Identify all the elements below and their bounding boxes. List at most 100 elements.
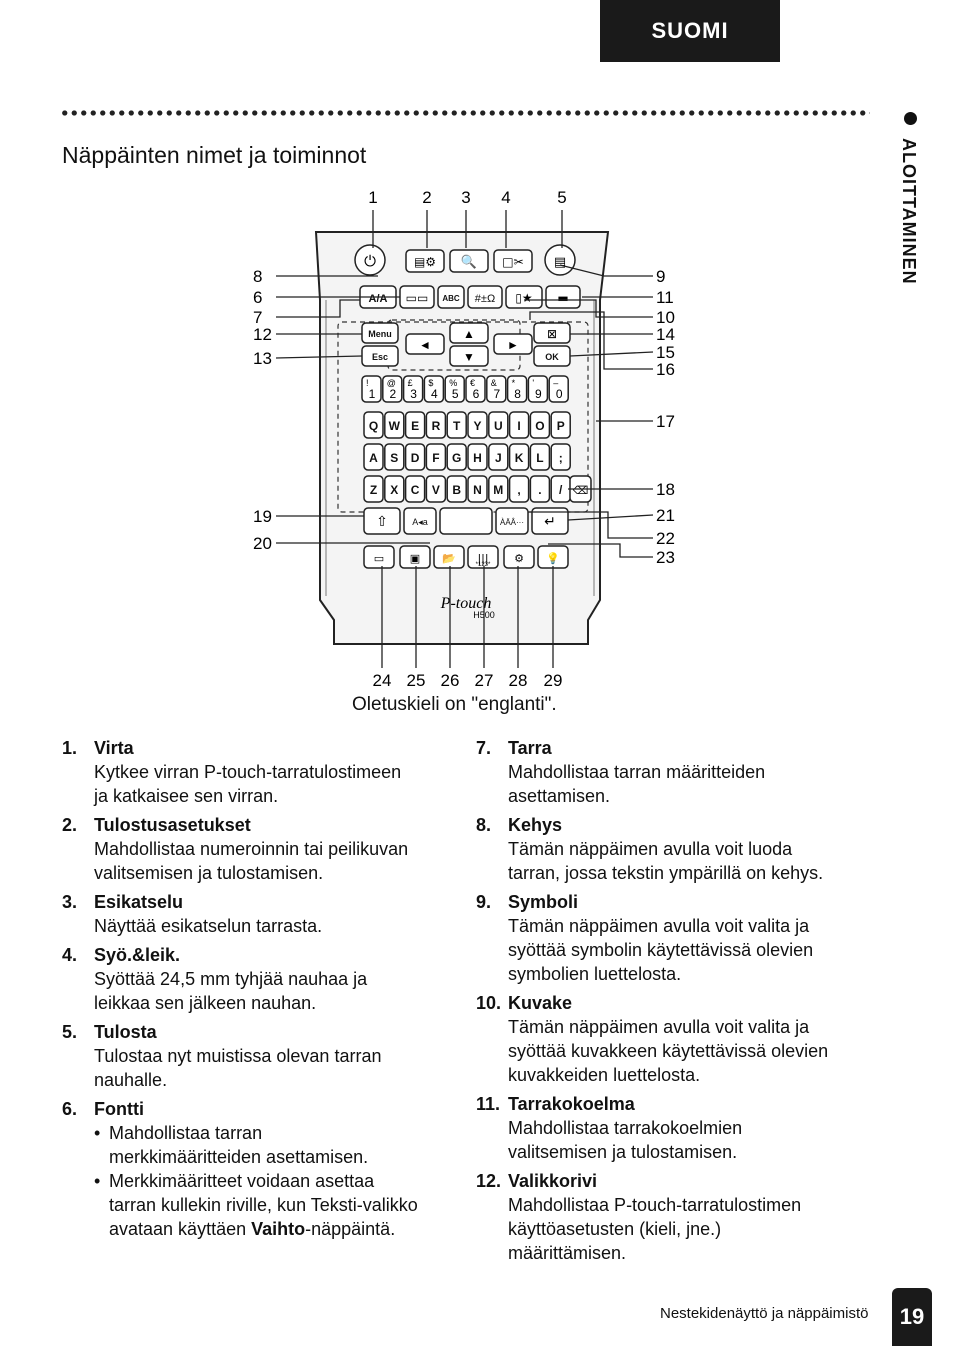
callout-line <box>567 514 654 521</box>
function-title: Tulostusasetukset <box>94 815 251 835</box>
label-key-icon: ▭▭ <box>406 291 429 305</box>
function-title: Esikatselu <box>94 892 184 912</box>
letter-key-label: U <box>494 419 503 433</box>
function-number: 3. <box>62 892 78 912</box>
callout-number: 2 <box>422 188 431 207</box>
letter-key-label: Z <box>370 483 377 497</box>
letter-key-label: W <box>389 419 401 433</box>
up-arrow-key <box>449 322 489 344</box>
callout-number: 1 <box>368 188 377 207</box>
letter-key <box>467 443 488 471</box>
case-key <box>403 507 437 535</box>
letter-key <box>446 443 467 471</box>
function-description: Mahdollistaa tarrakokoelmien <box>508 1118 743 1138</box>
letter-key <box>363 443 384 471</box>
function-title: Valikkorivi <box>508 1171 598 1191</box>
letter-key <box>425 411 447 439</box>
number-key-digit: 8 <box>514 387 521 401</box>
letter-key-label: . <box>538 483 541 497</box>
letter-key <box>488 411 509 439</box>
callout-line <box>559 264 653 277</box>
settings-key-icon: ⚙ <box>514 552 524 565</box>
symbol-key-glyph: #±Ω <box>475 293 495 305</box>
esc-key-label: Esc <box>372 352 388 362</box>
bullet-text: Merkkimääritteet voidaan asettaa <box>109 1171 375 1191</box>
bullet-mark: • <box>94 1123 101 1143</box>
callout-number: 28 <box>509 671 528 690</box>
clear-key <box>533 322 571 344</box>
feed-cut-icon: □✂ <box>502 255 523 269</box>
case-key-label: A◂a <box>412 517 428 527</box>
letter-key <box>467 475 488 503</box>
number-key-digit: 7 <box>493 387 500 401</box>
language-tab: SUOMI <box>600 0 780 62</box>
function-heading: 9.Symboli <box>476 890 896 914</box>
callout-number: 12 <box>253 325 272 344</box>
keyboard-drawing: ⏻▤▤⚙🔍□✂A/A▭▭ABC#±Ω▯★▬MenuEsc◄▲▼►⊠OK!1@2£… <box>253 188 675 690</box>
number-key-symbol: – <box>553 378 558 388</box>
bullet-mark <box>94 1145 109 1169</box>
letter-key <box>529 475 551 503</box>
shift-key-name: Vaihto <box>251 1219 306 1239</box>
letter-key-label: J <box>495 451 502 465</box>
letter-key <box>508 443 530 471</box>
letter-key-label: Q <box>369 419 378 433</box>
number-key <box>506 375 528 403</box>
number-key-symbol: € <box>470 378 475 388</box>
bullet-line: avataan käyttäen Vaihto-näppäintä. <box>62 1217 462 1241</box>
down-arrow-key <box>449 345 489 367</box>
bullet-text-pre: avataan käyttäen <box>109 1219 252 1239</box>
letter-key <box>404 411 426 439</box>
bullet-mark <box>94 1217 109 1241</box>
function-heading: 11.Tarrakokoelma <box>476 1092 896 1116</box>
bullet-text: merkkimääritteiden asettamisen. <box>109 1147 369 1167</box>
number-key-digit: 4 <box>431 387 438 401</box>
section-title: Näppäinten nimet ja toiminnot <box>62 142 367 168</box>
barcode-key-digits: *123* <box>476 562 491 568</box>
page-number: 19 <box>892 1288 932 1346</box>
function-number: 1. <box>62 738 78 758</box>
function-title: Virta <box>94 738 134 758</box>
letter-key-label: R <box>432 419 441 433</box>
text-key-icon: ▭ <box>374 552 384 565</box>
bullet-line: •Merkkimääritteet voidaan asettaa <box>62 1169 462 1193</box>
function-description: kuvakkeiden luettelosta. <box>508 1065 701 1085</box>
backlight-key-icon: 💡 <box>546 552 560 565</box>
function-description: Tämän näppäimen avulla voit valita ja <box>508 1017 810 1037</box>
number-key-digit: 6 <box>473 387 480 401</box>
barcode-key-icon: ||| <box>477 552 488 565</box>
function-description: määrittämisen. <box>508 1243 627 1263</box>
callout-line <box>529 311 653 370</box>
footer-section-name: Nestekidenäyttö ja näppäimistö <box>660 1305 869 1322</box>
preview-key <box>449 249 489 273</box>
letter-key-label: ; <box>559 451 563 465</box>
function-description: symbolien luettelosta. <box>508 964 682 984</box>
function-title: Tarra <box>508 738 552 758</box>
function-number: 6. <box>62 1099 78 1119</box>
number-key <box>486 375 507 403</box>
right-arrow-key <box>493 333 533 355</box>
side-chapter-label: ALOITTAMINEN <box>899 138 919 285</box>
number-key-symbol: @ <box>387 378 396 388</box>
right-arrow-icon: ► <box>507 338 519 352</box>
number-key-digit: 3 <box>410 387 417 401</box>
function-heading: 7.Tarra <box>476 736 896 760</box>
function-description: käyttöasetusten (kieli, jne.) <box>508 1219 722 1239</box>
icon-key-glyph: ▯★ <box>515 291 532 305</box>
menu-key-label: Menu <box>368 329 392 339</box>
callout-line <box>548 543 653 558</box>
symbol-key <box>467 285 503 309</box>
letter-key <box>363 411 384 439</box>
enter-icon: ↵ <box>544 514 556 530</box>
